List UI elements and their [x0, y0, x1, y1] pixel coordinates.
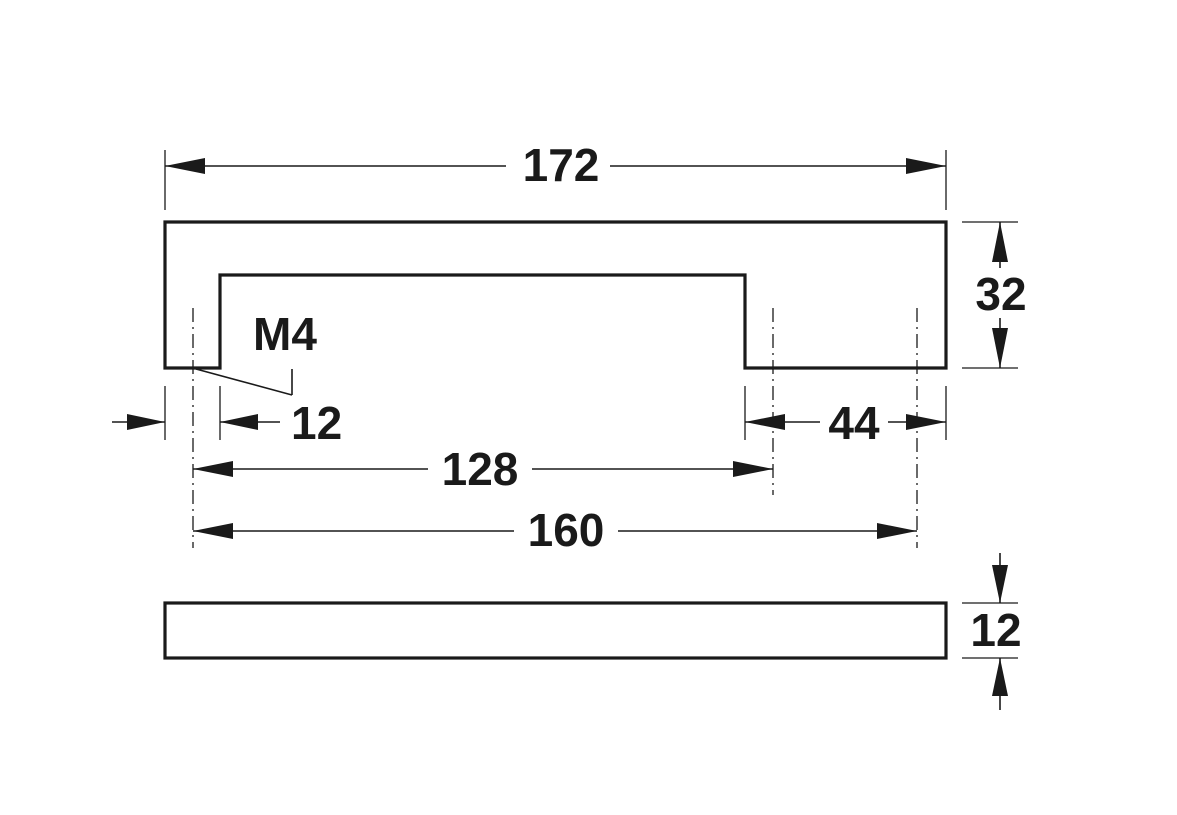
label-hole-spacing-inner: 128 — [442, 443, 519, 495]
handle-front-profile — [163, 220, 948, 370]
label-hole-spacing-outer: 160 — [528, 504, 605, 556]
thread-callout: M4 — [195, 308, 317, 396]
dimension-bar-thickness: 12 — [962, 553, 1022, 710]
dimension-hole-spacing-outer: 160 — [193, 504, 917, 556]
dimension-thread-offset: 12 — [112, 386, 342, 449]
label-thread-offset: 12 — [291, 397, 342, 449]
dimension-overall-length: 172 — [164, 138, 947, 210]
handle-side-profile — [163, 601, 948, 660]
dimension-leg-width: 44 — [744, 386, 947, 449]
label-overall-length: 172 — [523, 139, 600, 191]
dimension-hole-spacing-inner: 128 — [193, 442, 773, 495]
label-bar-thickness: 12 — [970, 604, 1021, 656]
dimension-height: 32 — [962, 221, 1034, 369]
label-leg-width: 44 — [828, 397, 880, 449]
label-thread: M4 — [253, 308, 317, 360]
label-height: 32 — [975, 268, 1026, 320]
